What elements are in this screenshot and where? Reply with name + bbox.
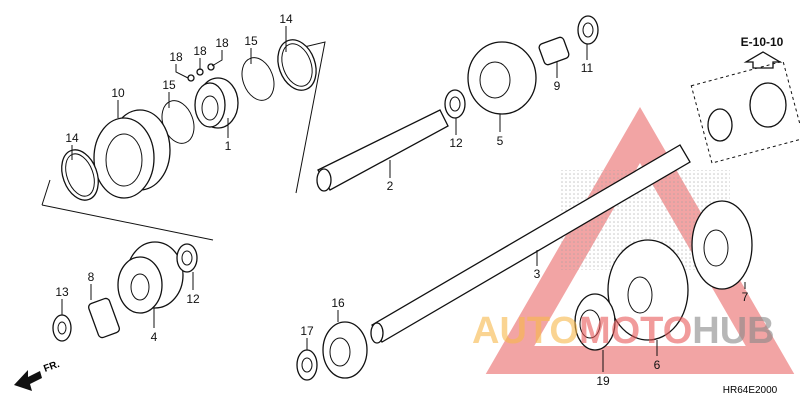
label-13: 13	[55, 285, 69, 299]
reference-e-10-10[interactable]	[690, 51, 800, 164]
label-12: 12	[186, 292, 200, 306]
label-16: 16	[331, 296, 345, 310]
label-10: 10	[111, 86, 125, 100]
front-label: FR.	[42, 359, 61, 375]
part-11-washer[interactable]	[577, 15, 599, 45]
part-13-washer[interactable]	[52, 314, 72, 342]
part-2-shaft[interactable]	[316, 109, 449, 192]
part-15-oring-upper[interactable]	[236, 53, 279, 105]
label-18: 18	[215, 36, 229, 50]
label-9: 9	[554, 79, 561, 93]
front-arrow-icon: FR.	[14, 359, 61, 391]
part-18-balls[interactable]	[187, 63, 215, 82]
diagram-code: HR64E2000	[723, 385, 778, 396]
part-19-bearing[interactable]	[574, 293, 616, 351]
part-3-mainshaft[interactable]	[370, 144, 691, 344]
part-6-gear[interactable]	[607, 239, 689, 341]
label-7: 7	[742, 290, 749, 304]
label-2: 2	[387, 179, 394, 193]
label-14: 14	[279, 12, 293, 26]
label-15: 15	[162, 78, 176, 92]
label-17: 17	[300, 324, 314, 338]
label-18: 18	[193, 44, 207, 58]
label-14: 14	[65, 131, 79, 145]
label-4: 4	[151, 330, 158, 344]
part-14-ring-upper[interactable]	[271, 34, 323, 95]
part-5-gear[interactable]	[467, 41, 537, 115]
watermark-text: AUTOMOTOHUB	[472, 310, 775, 352]
part-17-washer[interactable]	[296, 349, 318, 381]
label-1: 1	[225, 139, 232, 153]
label-18: 18	[169, 50, 183, 64]
label-6: 6	[654, 358, 661, 372]
label-19: 19	[596, 374, 610, 388]
label-5: 5	[497, 134, 504, 148]
label-8: 8	[88, 270, 95, 284]
part-12-washer-lower[interactable]	[176, 243, 198, 273]
part-14-ring-lower[interactable]	[55, 145, 105, 205]
part-9-collar[interactable]	[538, 36, 570, 66]
label-11: 11	[581, 61, 594, 75]
label-12: 12	[449, 136, 463, 150]
part-16-bearing[interactable]	[322, 321, 368, 379]
part-4-gear[interactable]	[117, 241, 184, 314]
part-10-sleeve[interactable]	[93, 109, 171, 199]
reference-label[interactable]: E-10-10	[741, 35, 784, 49]
label-3: 3	[534, 267, 541, 281]
part-12-washer-upper[interactable]	[444, 89, 466, 119]
part-8-collar[interactable]	[87, 297, 121, 339]
part-1-needle-bearing[interactable]	[194, 77, 239, 129]
part-7-gear[interactable]	[691, 200, 753, 290]
label-15: 15	[244, 34, 258, 48]
